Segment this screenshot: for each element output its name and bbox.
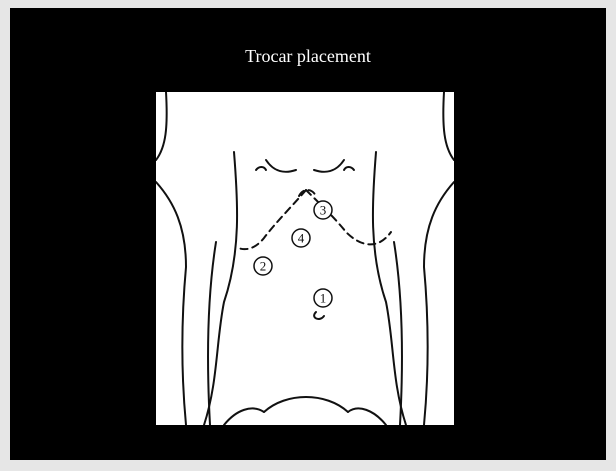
slide-title: Trocar placement	[10, 46, 606, 67]
trocar-label-1: 1	[320, 291, 327, 306]
slide: Trocar placement	[10, 8, 606, 460]
trocar-marker-2: 2	[254, 257, 272, 275]
trocar-marker-4: 4	[292, 229, 310, 247]
trocar-label-4: 4	[298, 231, 305, 246]
trocar-label-3: 3	[320, 203, 327, 218]
torso-diagram: 1 2 3 4	[156, 92, 454, 425]
trocar-markers: 1 2 3 4	[156, 92, 454, 425]
trocar-marker-3: 3	[314, 201, 332, 219]
trocar-label-2: 2	[260, 259, 267, 274]
trocar-marker-1: 1	[314, 289, 332, 307]
